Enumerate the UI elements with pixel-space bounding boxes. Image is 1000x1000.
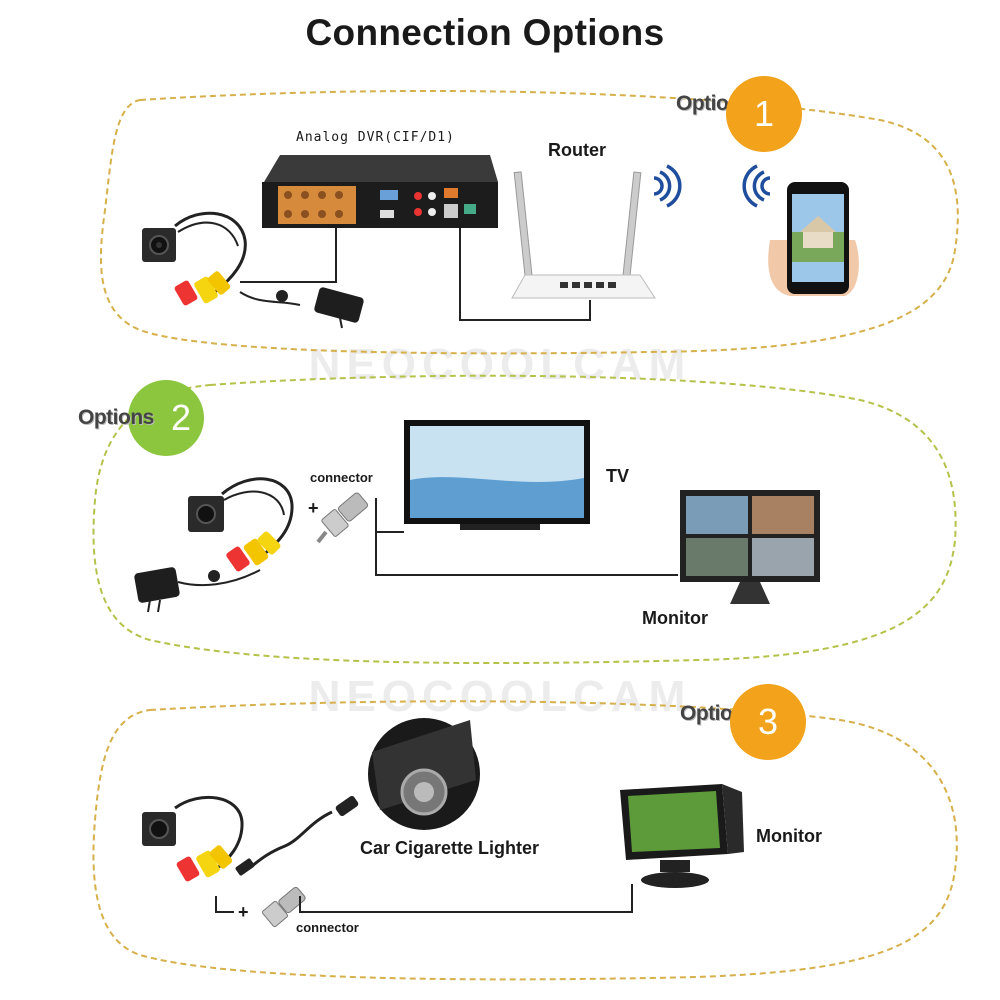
cigarette-lighter-icon <box>368 718 480 830</box>
option3-plus-sign: + <box>238 902 249 922</box>
option3-number-badge: 3 <box>730 684 806 760</box>
option1-number-badge: 1 <box>726 76 802 152</box>
bnc-connector-icon <box>261 886 306 928</box>
car-lighter-cable-icon <box>235 795 359 876</box>
tv-icon <box>404 420 590 530</box>
bnc-connector-icon <box>316 492 369 544</box>
option2-number: 2 <box>170 397 192 438</box>
dvr-icon <box>262 155 498 228</box>
option1-dashed-outline <box>99 89 959 355</box>
power-adapter-icon <box>239 287 364 329</box>
page-title: Connection Options <box>305 12 665 53</box>
option3-number: 3 <box>757 701 779 742</box>
camera-icon <box>142 795 244 882</box>
tv-label: TV <box>606 466 630 486</box>
power-adapter-icon <box>134 567 261 613</box>
camera-icon <box>188 477 294 572</box>
option3-monitor-label: Monitor <box>756 826 822 846</box>
car-lighter-label: Car Cigarette Lighter <box>360 838 540 858</box>
monitor-icon <box>680 490 820 604</box>
watermark: NEOCOOLCAM <box>308 672 692 721</box>
option2-plus-sign: + <box>308 498 319 518</box>
option3-dashed-outline <box>92 700 958 981</box>
option2-number-badge: 2 <box>128 380 204 456</box>
option3-connector-label: connector <box>296 920 359 935</box>
option2-connector-label: connector <box>310 470 373 485</box>
watermark: NEOCOOLCAM <box>308 340 692 389</box>
wifi-icon <box>742 164 771 208</box>
car-monitor-icon <box>620 784 744 888</box>
option1-number: 1 <box>753 93 775 134</box>
smartphone-icon <box>768 182 859 296</box>
camera-icon <box>142 211 247 306</box>
dvr-label: Analog DVR(CIF/D1) <box>296 130 455 145</box>
router-label: Router <box>548 140 606 160</box>
option2-options-text: Options <box>78 406 154 429</box>
router-icon <box>511 171 656 299</box>
option2-monitor-label: Monitor <box>642 608 708 628</box>
wifi-icon <box>653 164 682 208</box>
